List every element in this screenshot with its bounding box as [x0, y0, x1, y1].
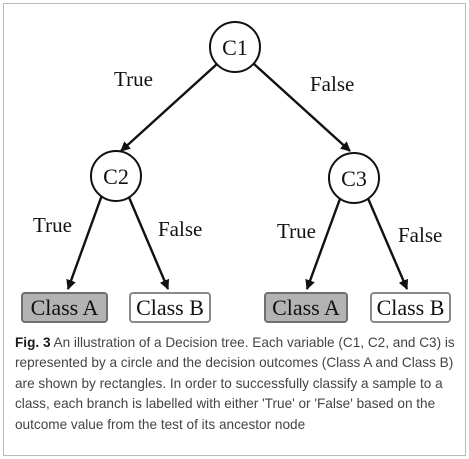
decision-tree-diagram: True False True False True False C1 C2 C…	[21, 21, 451, 323]
figure-caption: Fig. 3 An illustration of a Decision tre…	[15, 333, 455, 435]
leaf-c3-class-b: Class B	[370, 292, 451, 323]
edge-c1-c2	[120, 63, 218, 152]
leaf-c3-class-a-label: Class A	[272, 295, 340, 320]
edge-label-c3-a: True	[277, 219, 316, 243]
node-c2-label: C2	[103, 164, 129, 189]
edge-label-c2-b: False	[158, 217, 202, 241]
node-c1: C1	[209, 21, 261, 73]
edge-c3-class-b	[365, 195, 409, 290]
leaf-c2-class-a-label: Class A	[31, 295, 99, 320]
caption-text: An illustration of a Decision tree. Each…	[15, 335, 455, 432]
node-c1-label: C1	[222, 35, 248, 60]
edge-c2-class-b	[126, 194, 170, 290]
figure-number: Fig. 3	[15, 335, 51, 350]
edge-label-c3-b: False	[398, 223, 442, 247]
edge-c2-class-a	[66, 194, 104, 290]
leaf-c3-class-a: Class A	[264, 292, 348, 323]
edge-c3-class-a	[305, 195, 343, 290]
leaf-c3-class-b-label: Class B	[377, 295, 445, 320]
leaf-c2-class-b: Class B	[129, 292, 211, 323]
leaf-c2-class-a: Class A	[21, 292, 108, 323]
edge-label-c1-c3: False	[310, 72, 354, 96]
node-c3-label: C3	[341, 166, 367, 191]
edge-c1-c3	[253, 63, 351, 152]
node-c3: C3	[328, 152, 380, 204]
figure-panel: True False True False True False C1 C2 C…	[3, 3, 466, 456]
edge-label-c1-c2: True	[114, 67, 153, 91]
edge-label-c2-a: True	[33, 213, 72, 237]
node-c2: C2	[90, 150, 142, 202]
leaf-c2-class-b-label: Class B	[136, 295, 204, 320]
